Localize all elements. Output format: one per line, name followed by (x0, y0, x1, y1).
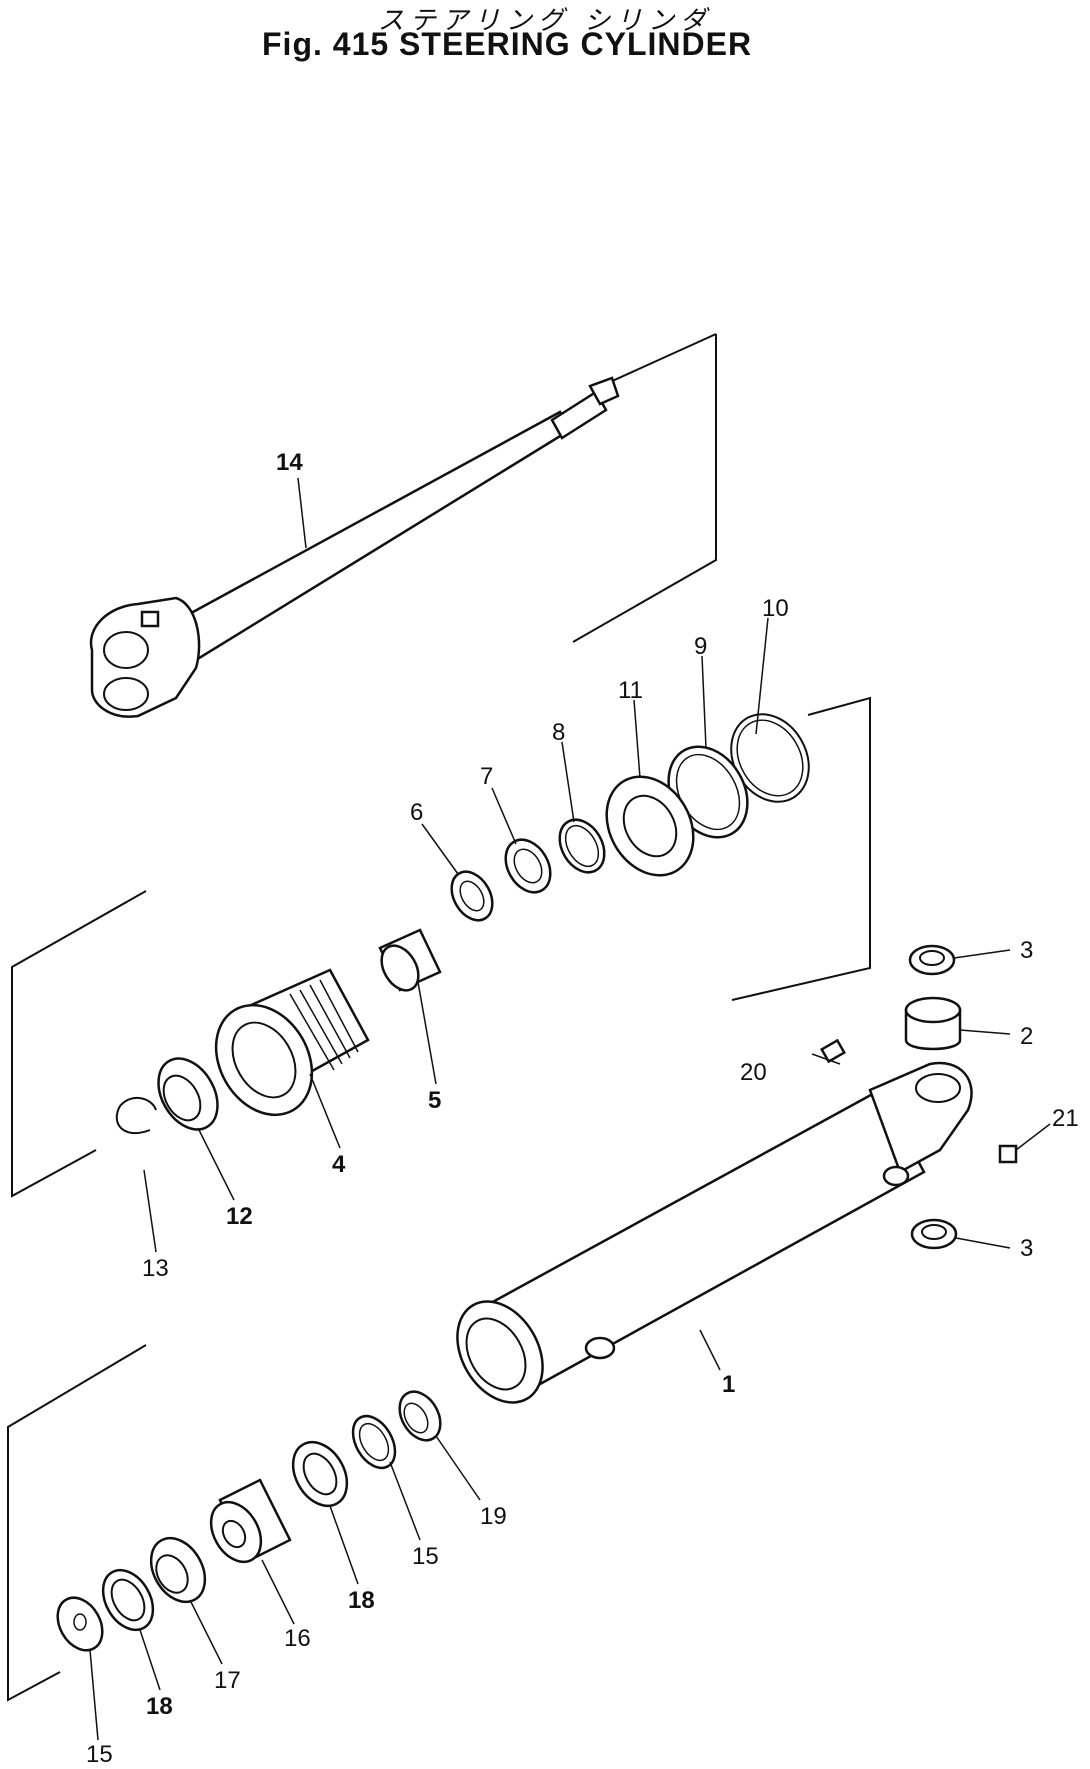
callout-19: 19 (480, 1503, 507, 1530)
bushing (378, 928, 442, 992)
callout-1: 1 (722, 1371, 735, 1398)
callout-10: 10 (762, 595, 789, 622)
wear-ring-15a (351, 1414, 397, 1470)
callout-4: 4 (332, 1151, 346, 1178)
callout-3-top: 3 (1020, 937, 1033, 964)
callout-18-upper: 18 (348, 1587, 375, 1614)
callout-11: 11 (618, 677, 643, 704)
seal-group-bracket (731, 696, 871, 1001)
callout-16: 16 (284, 1625, 311, 1652)
callout-17: 17 (214, 1667, 241, 1694)
wear-ring-15b (56, 1596, 104, 1652)
dust-seal-top (908, 944, 956, 976)
callout-9: 9 (694, 633, 707, 660)
callout-15-lower: 15 (86, 1741, 113, 1768)
callout-2: 2 (1020, 1023, 1033, 1050)
cylinder-head (214, 968, 370, 1117)
cylinder-tube (456, 1061, 973, 1404)
nut-17 (149, 1536, 207, 1604)
callout-21: 21 (1052, 1105, 1079, 1132)
callout-20: 20 (740, 1059, 767, 1086)
callout-3-bottom: 3 (1020, 1235, 1033, 1262)
snap-ring (558, 818, 606, 874)
spherical-bearing (157, 1057, 219, 1131)
rod-group-bracket (572, 333, 717, 643)
figure-title-japanese: ステアリング シリンダ (377, 6, 713, 36)
callout-6: 6 (410, 799, 423, 826)
leader-lines (89, 477, 1051, 1741)
callout-8: 8 (552, 719, 565, 746)
piston-seal-19 (398, 1390, 442, 1442)
head-group-bracket (7, 1344, 147, 1702)
figure-title: Fig. 415 STEERING CYLINDER (262, 26, 753, 62)
rod-seal (504, 838, 552, 894)
piston-ring-18b (101, 1568, 155, 1632)
dust-seal-bottom (910, 1218, 958, 1250)
callout-12: 12 (226, 1203, 253, 1230)
dust-washer (605, 775, 695, 877)
grease-fitting (819, 1038, 847, 1064)
piston (209, 1478, 292, 1564)
piston-rod (89, 376, 620, 718)
bushing-pin (904, 996, 962, 1051)
callout-5: 5 (428, 1087, 441, 1114)
callout-14: 14 (276, 449, 303, 476)
piston-group-bracket (11, 890, 147, 1198)
callout-18-lower: 18 (146, 1693, 173, 1720)
callout-7: 7 (480, 763, 493, 790)
retaining-ring (115, 1096, 157, 1135)
callout-13: 13 (142, 1255, 169, 1282)
buffer-ring (450, 870, 494, 922)
plug (998, 1144, 1018, 1164)
piston-ring-18a (291, 1440, 349, 1508)
callout-15-upper: 15 (412, 1543, 439, 1570)
